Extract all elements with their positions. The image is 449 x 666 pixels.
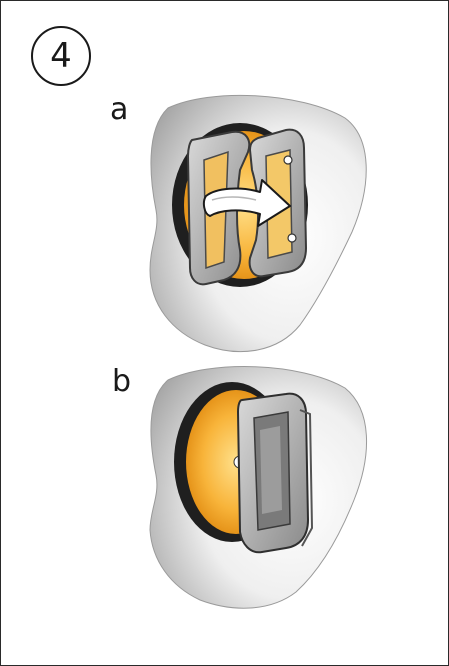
panel-a-label: a	[110, 92, 129, 127]
step-number: 4	[50, 36, 72, 76]
panel-a-illustration	[149, 94, 367, 353]
panel-b-illustration	[149, 366, 367, 609]
step-number-circle: 4	[31, 26, 91, 86]
panel-b-label: b	[112, 364, 132, 399]
rotate-arrow-icon	[202, 179, 291, 227]
